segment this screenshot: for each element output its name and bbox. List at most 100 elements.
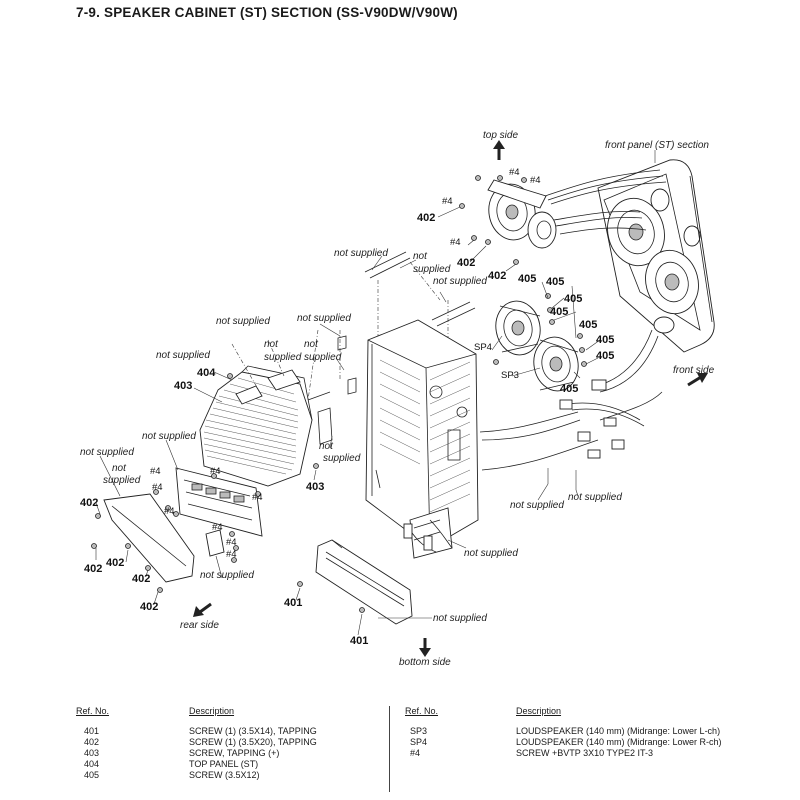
ref-404: 404 bbox=[197, 367, 216, 379]
ref-h4: #4 bbox=[450, 237, 461, 248]
part-desc: LOUDSPEAKER (140 mm) (Midrange: Lower L-… bbox=[516, 726, 721, 736]
not-supplied-label: not supplied bbox=[510, 500, 564, 511]
part-ref: 402 bbox=[84, 737, 100, 747]
ref-401: 401 bbox=[350, 635, 368, 647]
ref-sp3: SP3 bbox=[501, 370, 519, 381]
not-supplied-label-line-2: supplied bbox=[304, 352, 342, 363]
parts-table: Ref. No. Description 401 SCREW (1) (3.5X… bbox=[0, 703, 800, 800]
top-panel-404 bbox=[199, 365, 313, 487]
part-ref: SP4 bbox=[410, 737, 428, 747]
ref-405: 405 bbox=[518, 273, 536, 285]
description-header: Description bbox=[189, 706, 235, 716]
ref-h4: #4 bbox=[509, 167, 520, 178]
ref-h4: #4 bbox=[530, 175, 541, 186]
bottom-side-arrow bbox=[419, 638, 431, 657]
ref-402: 402 bbox=[488, 270, 506, 282]
front-side-label: front side bbox=[673, 365, 715, 376]
speaker-cabinet-body bbox=[365, 319, 479, 559]
part-ref: 404 bbox=[84, 759, 100, 769]
wire-harness-top bbox=[544, 169, 667, 235]
ref-sp4: SP4 bbox=[474, 342, 492, 353]
part-desc: LOUDSPEAKER (140 mm) (Midrange: Lower R-… bbox=[516, 737, 722, 747]
front-side-arrow bbox=[687, 373, 708, 387]
not-supplied-label: not supplied bbox=[297, 313, 351, 324]
ref-402: 402 bbox=[132, 573, 150, 585]
not-supplied-label-line-1: not bbox=[319, 441, 334, 452]
not-supplied-label: not supplied bbox=[334, 248, 388, 259]
page-title: 7-9. SPEAKER CABINET (ST) SECTION (SS-V9… bbox=[76, 5, 458, 20]
leader-lines bbox=[95, 206, 601, 636]
not-supplied-label: not supplied bbox=[142, 431, 196, 442]
not-supplied-label: not supplied bbox=[156, 350, 210, 361]
ref-403: 403 bbox=[306, 481, 324, 493]
part-desc: SCREW +BVTP 3X10 TYPE2 IT-3 bbox=[516, 748, 653, 758]
part-ref: 403 bbox=[84, 748, 100, 758]
rear-side-arrow bbox=[193, 602, 212, 617]
ref-h4: #4 bbox=[164, 506, 175, 517]
speaker-sp4 bbox=[495, 300, 541, 356]
not-supplied-label: not supplied bbox=[464, 548, 518, 559]
ref-402: 402 bbox=[80, 497, 98, 509]
top-side-arrow bbox=[493, 140, 505, 160]
ref-405: 405 bbox=[596, 350, 614, 362]
ref-no-header: Ref. No. bbox=[405, 706, 439, 716]
wire-harness-bottom bbox=[403, 519, 453, 553]
ref-402: 402 bbox=[457, 257, 475, 269]
ref-h4: #4 bbox=[226, 549, 237, 560]
rear-panel-assembly bbox=[103, 467, 263, 583]
ref-402: 402 bbox=[106, 557, 124, 569]
ref-405: 405 bbox=[546, 276, 564, 288]
ref-401: 401 bbox=[284, 597, 302, 609]
not-supplied-label: not bbox=[413, 251, 428, 262]
not-supplied-label-line-2: supplied bbox=[264, 352, 302, 363]
mounting-brackets bbox=[231, 329, 357, 445]
part-desc: SCREW, TAPPING (+) bbox=[189, 748, 280, 758]
speaker-sp3 bbox=[533, 336, 579, 392]
part-desc: SCREW (1) (3.5X20), TAPPING bbox=[189, 737, 317, 747]
not-supplied-label: not supplied bbox=[433, 276, 487, 287]
not-supplied-label-line-2: supplied bbox=[323, 453, 361, 464]
ref-405: 405 bbox=[596, 334, 614, 346]
part-desc: TOP PANEL (ST) bbox=[189, 759, 259, 769]
description-header: Description bbox=[516, 706, 562, 716]
ref-h4: #4 bbox=[210, 466, 221, 477]
exploded-diagram: top side front side rear side bottom sid… bbox=[80, 130, 715, 668]
wire-harness-side bbox=[479, 329, 663, 490]
bottom-side-label: bottom side bbox=[399, 657, 451, 668]
ref-405: 405 bbox=[579, 319, 597, 331]
part-desc: SCREW (1) (3.5X14), TAPPING bbox=[189, 726, 317, 736]
not-supplied-label: not supplied bbox=[200, 570, 254, 581]
upper-speaker bbox=[487, 179, 557, 249]
top-panels-not-supplied bbox=[364, 251, 476, 340]
not-supplied-label: not supplied bbox=[216, 316, 270, 327]
not-supplied-label-line-2: supplied bbox=[413, 264, 451, 275]
ref-h4: #4 bbox=[442, 196, 453, 207]
ref-402: 402 bbox=[140, 601, 158, 613]
ref-h4: #4 bbox=[226, 537, 237, 548]
ref-405: 405 bbox=[560, 383, 578, 395]
ref-403: 403 bbox=[174, 380, 192, 392]
screws bbox=[91, 175, 587, 613]
not-supplied-label-line-2: supplied bbox=[103, 475, 141, 486]
ref-h4: #4 bbox=[152, 482, 163, 493]
front-panel-section bbox=[597, 159, 715, 353]
not-supplied-label-line-1: not bbox=[413, 251, 428, 262]
ref-no-header: Ref. No. bbox=[76, 706, 110, 716]
ref-405: 405 bbox=[550, 306, 568, 318]
ref-405: 405 bbox=[564, 293, 582, 305]
not-supplied-label: not supplied bbox=[568, 492, 622, 503]
top-side-label: top side bbox=[483, 130, 518, 141]
part-ref: 401 bbox=[84, 726, 100, 736]
table-divider bbox=[389, 706, 390, 792]
not-supplied-label: not supplied bbox=[433, 613, 487, 624]
ref-402: 402 bbox=[417, 212, 435, 224]
ref-h4: #4 bbox=[252, 492, 263, 503]
not-supplied-label: not supplied bbox=[80, 447, 134, 458]
not-supplied-label-line-1: not bbox=[112, 463, 127, 474]
rear-side-label: rear side bbox=[180, 620, 219, 631]
not-supplied-label-line-1: not bbox=[264, 339, 279, 350]
part-desc: SCREW (3.5X12) bbox=[189, 770, 260, 780]
part-ref: 405 bbox=[84, 770, 100, 780]
part-ref: #4 bbox=[410, 748, 421, 758]
not-supplied-label-line-1: not bbox=[304, 339, 319, 350]
